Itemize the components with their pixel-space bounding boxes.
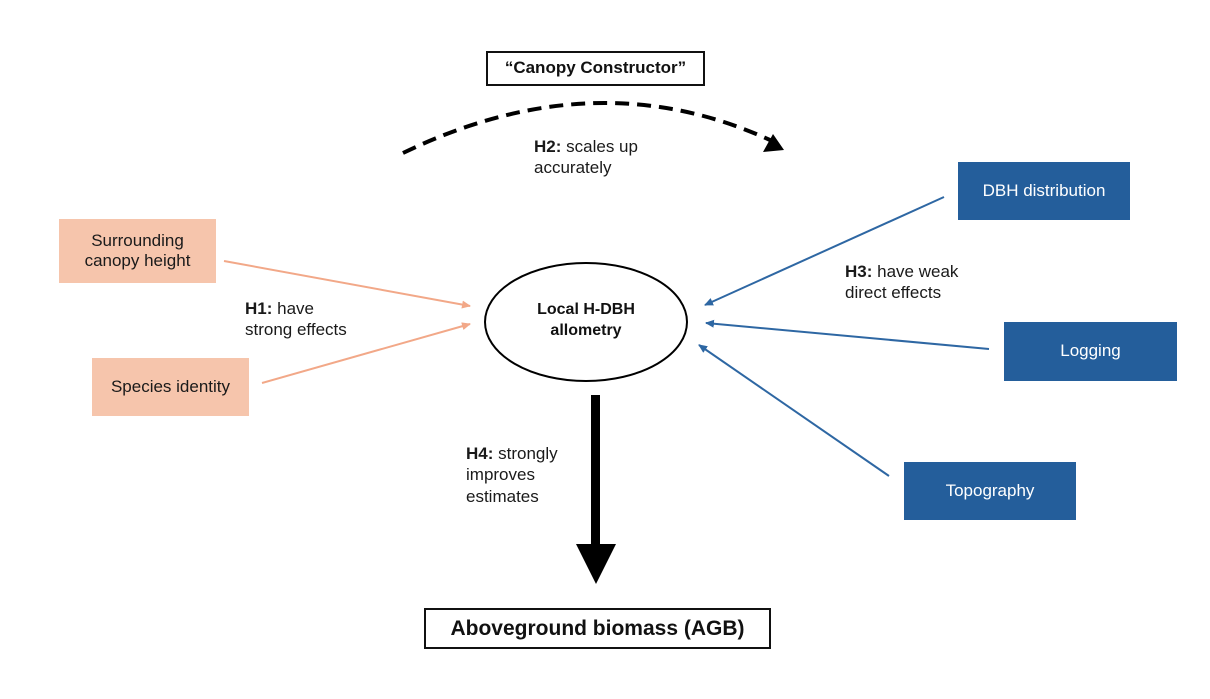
arrow-surrounding-canopy-to-allometry [223, 260, 471, 309]
logging-box: Logging [1004, 322, 1177, 381]
h3-line-1: have weak [872, 262, 959, 281]
h4-tag: H4: [466, 444, 494, 463]
aboveground-biomass-label: Aboveground biomass (AGB) [450, 616, 745, 640]
allometry-line-1: Local H-DBH [537, 301, 635, 318]
surrounding-canopy-line-2: canopy height [84, 251, 191, 270]
dashed-arrowhead-icon [763, 134, 784, 152]
canopy-constructor-label: “Canopy Constructor” [504, 58, 687, 78]
topography-label: Topography [945, 480, 1035, 500]
allometry-node-label: Local H-DBH allometry [500, 300, 672, 342]
h1-tag: H1: [245, 299, 273, 318]
h3-tag: H3: [845, 262, 873, 281]
canopy-constructor-dashed-arrow [402, 101, 771, 155]
topography-box: Topography [904, 462, 1076, 520]
aboveground-biomass-box: Aboveground biomass (AGB) [424, 608, 771, 649]
h2-line-1: scales up [561, 137, 638, 156]
arrow-topography-to-allometry [698, 344, 890, 477]
surrounding-canopy-line-1: Surrounding [91, 230, 184, 250]
dbh-distribution-label: DBH distribution [982, 180, 1106, 200]
h3-line-2: direct effects [845, 283, 942, 303]
h4-line-3: estimates [466, 486, 539, 506]
dbh-distribution-box: DBH distribution [958, 162, 1130, 220]
h1-line-2: strong effects [245, 320, 347, 340]
allometry-ellipse [484, 262, 688, 382]
surrounding-canopy-height-box: Surrounding canopy height [59, 219, 216, 283]
h1-label: H1: have strong effects [245, 298, 347, 341]
h3-label: H3: have weak direct effects [845, 261, 958, 304]
thick-arrow-shaft [591, 395, 600, 545]
h4-line-2: improves [466, 465, 535, 485]
arrow-logging-to-allometry [705, 319, 990, 350]
species-identity-box: Species identity [92, 358, 249, 416]
logging-label: Logging [1060, 341, 1121, 361]
allometry-line-2: allometry [550, 321, 622, 339]
thick-arrowhead-icon [576, 544, 616, 584]
h1-line-1: have [272, 299, 314, 318]
canopy-constructor-box: “Canopy Constructor” [486, 51, 705, 86]
h4-label: H4: strongly improves estimates [466, 443, 558, 507]
h2-label: H2: scales up accurately [534, 136, 638, 179]
h2-line-2: accurately [534, 158, 612, 178]
arrow-dbh-distribution-to-allometry [704, 196, 945, 306]
arrow-species-identity-to-allometry [261, 322, 471, 384]
h4-line-1: strongly [493, 444, 558, 463]
h2-tag: H2: [534, 137, 562, 156]
species-identity-label: Species identity [110, 376, 231, 396]
